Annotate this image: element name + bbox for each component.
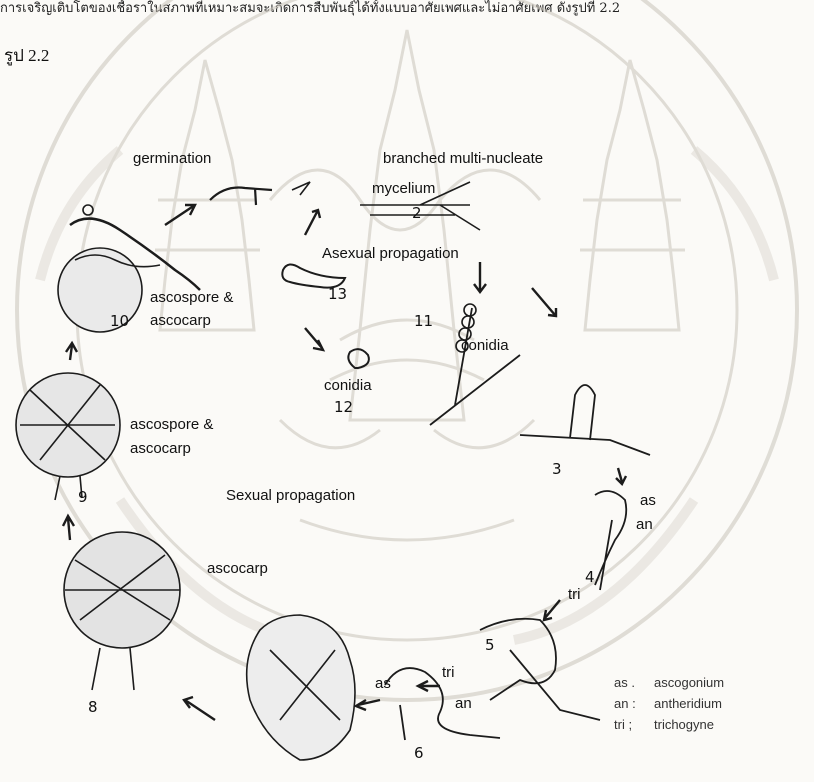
label-ascocarp-8: ascocarp [207, 560, 268, 577]
legend-abbr: tri ; [614, 717, 644, 732]
label-mycelium: mycelium [372, 180, 435, 197]
legend-row: as . ascogonium [614, 672, 724, 693]
label-ascospore-9-line1: ascospore & [130, 416, 213, 433]
label-ascocarp-10-line2: ascocarp [150, 312, 211, 329]
label-germination: germination [133, 150, 211, 167]
legend-row: an : antheridium [614, 693, 724, 714]
stage-number-13: 13 [328, 285, 347, 303]
label-conidia-11: conidia [461, 337, 509, 354]
label-as-stage4: as [640, 492, 656, 509]
label-as-stage6: as [375, 675, 391, 692]
label-sexual-propagation: Sexual propagation [226, 487, 355, 504]
stage-number-6: 6 [414, 744, 424, 762]
stage-number-8: 8 [88, 698, 98, 716]
legend-term: antheridium [654, 696, 722, 711]
label-conidia-12: conidia [324, 377, 372, 394]
abbreviation-legend: as . ascogonium an : antheridium tri ; t… [614, 672, 724, 735]
label-ascospore-10-line1: ascospore & [150, 289, 233, 306]
stage-number-5: 5 [485, 636, 495, 654]
legend-term: ascogonium [654, 675, 724, 690]
label-tri-stage6: tri [442, 664, 455, 681]
label-branched-multinucleate: branched multi-nucleate [383, 150, 543, 167]
legend-term: trichogyne [654, 717, 714, 732]
stage-number-3: 3 [552, 460, 562, 478]
label-ascocarp-9-line2: ascocarp [130, 440, 191, 457]
stage-number-10: 10 [110, 312, 129, 330]
stage-number-11: 11 [414, 312, 433, 330]
label-asexual-propagation: Asexual propagation [322, 245, 459, 262]
legend-row: tri ; trichogyne [614, 714, 724, 735]
stage-number-12: 12 [334, 398, 353, 416]
label-an-stage6: an [455, 695, 472, 712]
stage-number-2: 2 [412, 204, 422, 222]
legend-abbr: as . [614, 675, 644, 690]
ascocarp-9-cluster [16, 373, 120, 500]
stage-7-cluster [247, 615, 355, 760]
stage-number-9: 9 [78, 488, 88, 506]
label-an-stage4: an [636, 516, 653, 533]
stage-number-4: 4 [585, 568, 595, 586]
label-tri-stage4: tri [568, 586, 581, 603]
legend-abbr: an : [614, 696, 644, 711]
ascocarp-8-cluster [64, 532, 180, 690]
